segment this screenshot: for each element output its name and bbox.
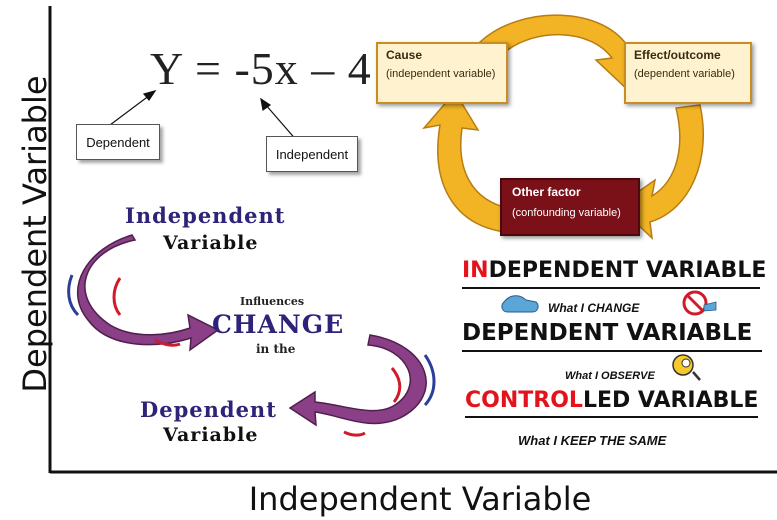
controlled-variable-term: CONTROLLED VARIABLE bbox=[465, 388, 758, 413]
flow-change-label: CHANGE bbox=[212, 310, 345, 339]
effect-box: Effect/outcome (dependent variable) bbox=[624, 42, 752, 104]
cause-subtitle: (independent variable) bbox=[386, 68, 496, 80]
controlled-rest: LED VARIABLE bbox=[582, 388, 759, 413]
controlled-highlight: CONTROL bbox=[465, 388, 583, 413]
change-shoe-icon bbox=[501, 295, 539, 313]
cause-box: Cause (independent variable) bbox=[376, 42, 508, 104]
no-change-sign-icon bbox=[682, 290, 717, 316]
flow-in-the-label: in the bbox=[256, 342, 296, 356]
independent-note: What I CHANGE bbox=[548, 301, 640, 315]
other-factor-box: Other factor (confounding variable) bbox=[500, 178, 640, 236]
motion-accent-marks bbox=[67, 274, 436, 437]
dependent-variable-term: DEPENDENT VARIABLE bbox=[462, 320, 753, 346]
y-axis-label: Dependent Variable bbox=[16, 75, 54, 393]
independent-rest: DEPENDENT VARIABLE bbox=[488, 258, 767, 283]
independent-box: Independent bbox=[266, 136, 358, 172]
effect-subtitle: (dependent variable) bbox=[634, 68, 735, 80]
influence-flow-arrows bbox=[76, 234, 427, 427]
observe-magnifier-icon bbox=[672, 354, 701, 381]
equation-pointer-arrows bbox=[109, 89, 299, 143]
flow-independent-label: Independent bbox=[125, 203, 286, 228]
flow-dependent-label: Dependent bbox=[140, 397, 277, 422]
controlled-note: What I KEEP THE SAME bbox=[518, 433, 667, 448]
independent-highlight: IN bbox=[462, 258, 489, 283]
effect-title: Effect/outcome bbox=[634, 48, 721, 62]
cause-title: Cause bbox=[386, 48, 423, 62]
equation: Y = -5x – 4 bbox=[150, 43, 372, 94]
independent-variable-term: INDEPENDENT VARIABLE bbox=[462, 258, 766, 283]
flow-variable-label-2: Variable bbox=[163, 424, 259, 446]
controlled-underline bbox=[465, 416, 758, 418]
dependent-note: What I OBSERVE bbox=[565, 370, 655, 382]
dependent-underline bbox=[462, 350, 762, 352]
dependent-box: Dependent bbox=[76, 124, 160, 160]
x-axis-label: Independent Variable bbox=[248, 480, 592, 518]
independent-underline bbox=[462, 287, 760, 289]
other-factor-title: Other factor bbox=[512, 185, 581, 199]
flow-influences-label: Influences bbox=[240, 295, 305, 308]
flow-variable-label-1: Variable bbox=[163, 232, 259, 254]
other-factor-subtitle: (confounding variable) bbox=[512, 207, 621, 219]
